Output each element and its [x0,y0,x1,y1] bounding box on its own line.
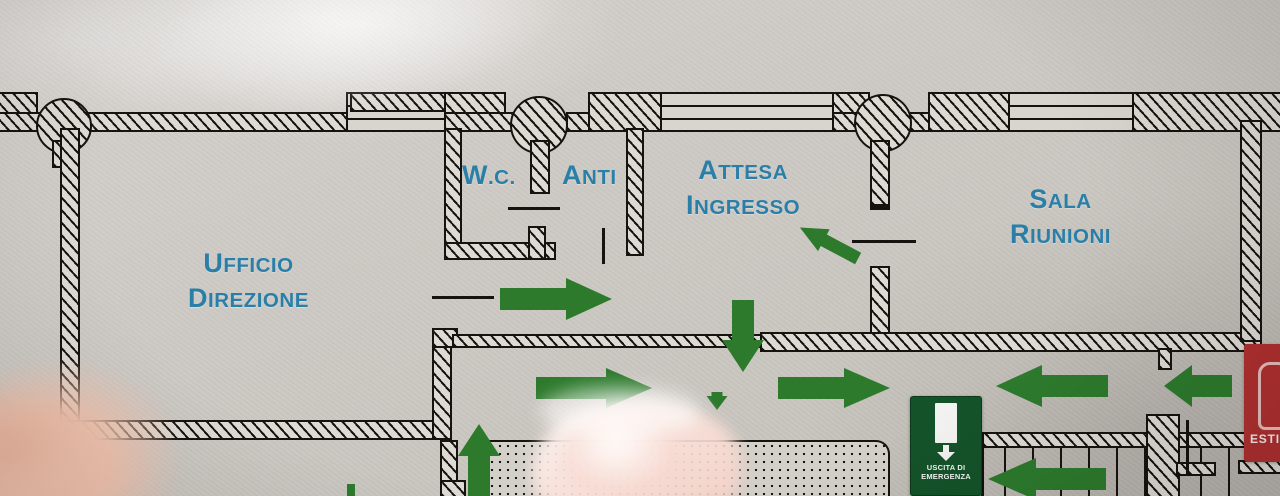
arrow-exit-column-stub-down [700,392,734,410]
wall-office-left [60,128,80,440]
arrow-ingresso-down-left [790,209,868,277]
arrow-stairs-left [988,458,1106,496]
room-label-line1: W.C. [462,160,516,190]
room-label-anti: ANTI [562,158,617,193]
wall-exterior-top-l [928,92,1014,132]
arrow-hall-right-to-exit [778,368,890,408]
wall-wc-left [444,128,462,258]
sign-fire-extinguisher: ESTI [1244,344,1280,462]
room-label-line1: SALA [1029,184,1092,214]
sign-exit-line2: EMERGENZA [921,471,971,481]
sign-exit-text: USCITA DI EMERGENZA [921,463,971,481]
sign-emergency-exit: USCITA DI EMERGENZA [910,396,982,496]
wall-wc-right [528,226,546,260]
wall-column-right-drop [870,140,890,206]
wall-lower-left-corner-h [440,480,466,496]
room-label-line1: ATTESA [698,155,788,185]
wall-exterior-top-h [588,92,666,132]
arrow-far-right-left-short [1164,365,1232,407]
room-label-line1: UFFICIO [203,248,294,278]
wall-stairs-top [982,432,1264,448]
wall-anti-right [626,128,644,256]
window-top-center [660,92,838,132]
room-label-line2: INGRESSO [686,189,801,220]
down-arrow-icon [937,445,955,461]
hall-tiled-area [470,440,890,496]
window-top-right [1008,92,1138,132]
wall-exterior-right [1240,120,1262,342]
arrow-wc-corridor-right [500,278,612,320]
room-label-sala-riunioni: SALA RIUNIONI [1010,182,1111,251]
room-label-ufficio-direzione: UFFICIO DIREZIONE [188,246,309,315]
door-office-direzione [432,296,494,300]
arrow-hall-right-lower [536,368,652,408]
room-label-wc: W.C. [462,158,516,193]
room-label-line2: DIREZIONE [188,282,309,313]
wall-column-center-drop [530,140,550,194]
wall-office-right [432,328,452,440]
wall-corridor-top-thin [452,334,762,348]
wall-stairs-pier [1146,414,1180,496]
sign-fire-text: ESTI [1250,432,1280,446]
sign-exit-line1: USCITA DI [926,463,966,472]
fire-extinguisher-icon [1258,362,1280,430]
door-anti [602,228,606,264]
arrow-right-wing-left-long [996,365,1108,407]
wall-exterior-top-b [82,112,350,132]
wall-stairs-pier-cap [1158,348,1172,370]
wall-stairs-pier-arm [1176,462,1216,476]
room-label-attesa-ingresso: ATTESA INGRESSO [686,153,800,222]
room-label-line2: RIUNIONI [1010,218,1112,249]
wall-far-right-stub [1238,460,1280,474]
wall-far-right-thin [1186,420,1189,476]
wall-office-bottom [60,420,452,440]
arrow-hall-down [722,300,764,372]
arrow-left-corridor-up [458,424,500,496]
arrow-bottom-stub-down [332,484,370,496]
door-sala-riunioni [852,240,916,244]
door-wc [508,207,560,211]
wall-sala-bottom [760,332,1262,352]
wall-sala-left-lower [870,266,890,352]
wall-sala-left-upper [870,206,890,210]
running-man-icon [935,403,957,443]
room-label-line1: ANTI [562,160,617,190]
